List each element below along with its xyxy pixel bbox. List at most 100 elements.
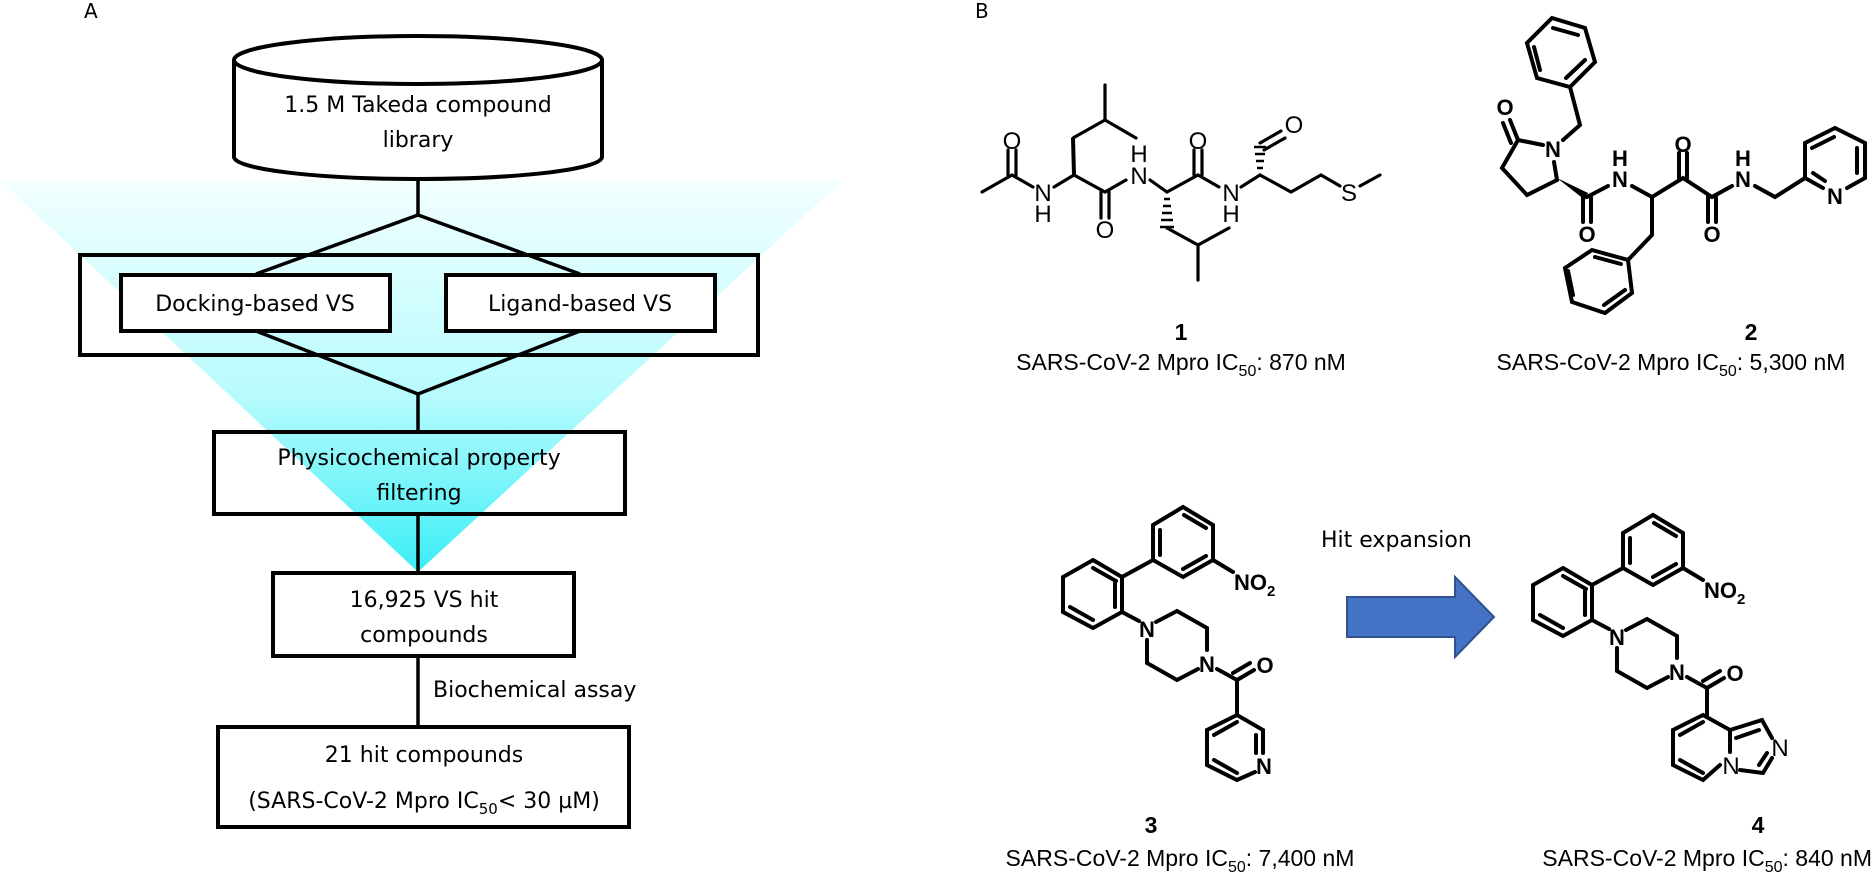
atom-label: O <box>1726 661 1743 686</box>
chemical-bond <box>980 173 1035 194</box>
nitro-group-label: NO2 <box>1234 570 1275 600</box>
assay-label: Biochemical assay <box>433 678 636 703</box>
chemical-bond <box>1151 504 1215 580</box>
chemical-bond <box>1562 247 1635 316</box>
chemical-bond <box>1532 45 1542 72</box>
chemical-bond <box>1753 176 1807 200</box>
chemical-bond <box>1165 226 1231 247</box>
atom-label: N <box>1827 184 1843 209</box>
compound-2-number: 2 <box>1745 319 1758 345</box>
chemical-bond <box>1071 83 1107 140</box>
panel-b-label: B <box>975 0 989 23</box>
chemical-bond <box>1501 121 1513 145</box>
atom-label: O <box>1496 95 1513 120</box>
compound-4-caption: SARS-CoV-2 Mpro IC50: 840 nM <box>1542 845 1872 876</box>
chemical-bond <box>1181 554 1208 571</box>
atom-label: O <box>1578 222 1595 247</box>
compound-1-caption: SARS-CoV-2 Mpro IC50: 870 nM <box>1016 349 1346 380</box>
compound-2-structure: N O O N H O O N H N <box>1496 15 1867 316</box>
chemical-bond <box>1235 668 1256 682</box>
atom-label: O <box>1674 132 1691 157</box>
atom-label: N <box>1722 753 1739 780</box>
compound-3-caption: SARS-CoV-2 Mpro IC50: 7,400 nM <box>1006 845 1355 876</box>
chemical-bond <box>1621 512 1685 588</box>
atom-label: O <box>1003 128 1022 155</box>
chemical-bond <box>1590 618 1611 631</box>
chemical-bond <box>1145 638 1200 683</box>
chemical-bond <box>1239 173 1342 194</box>
atom-label: O <box>1285 112 1304 139</box>
chemical-bond <box>1734 728 1761 740</box>
filter-label-line1: Physicochemical property <box>277 446 560 471</box>
chemical-bond <box>1212 758 1239 775</box>
chemical-bond <box>1630 175 1734 200</box>
hit-expansion-arrow-icon <box>1346 574 1496 660</box>
atom-label: S <box>1341 180 1357 207</box>
library-cylinder: 1.5 M Takeda compound library <box>232 34 604 181</box>
chemical-bond <box>1103 118 1138 140</box>
chemical-bond <box>1564 58 1587 80</box>
chemical-bond <box>1508 118 1520 142</box>
chemical-bond <box>1590 566 1625 587</box>
panel-a: A 1.5 M Takeda compound library Docking-… <box>0 0 843 829</box>
chemical-bond <box>1538 613 1565 630</box>
atom-label: N <box>1735 167 1751 192</box>
compound-4-structure: NO2 N N O N N <box>1531 512 1789 783</box>
atom-label: N <box>1545 137 1561 162</box>
chemical-bond <box>1626 195 1654 262</box>
chemical-bond <box>1811 171 1827 183</box>
chemical-bond <box>1651 562 1678 579</box>
compound-3-structure: NO2 N N O N <box>1061 504 1275 783</box>
final-hits-label-line2: (SARS-CoV-2 Mpro IC50< 30 µM) <box>248 789 600 818</box>
atom-label: H <box>1130 141 1147 168</box>
chemical-bond <box>1258 129 1283 145</box>
atom-label: H <box>1735 146 1751 171</box>
chemical-bond <box>1757 751 1769 767</box>
atom-label: H <box>1612 146 1628 171</box>
chemical-bond <box>1738 756 1774 776</box>
chemical-bond <box>1358 173 1382 188</box>
chemical-bond <box>1678 720 1705 737</box>
compound-4-number: 4 <box>1752 812 1765 838</box>
chemical-bond <box>1212 720 1239 737</box>
vs-hits-label-line1: 16,925 VS hit <box>350 588 499 613</box>
atom-label: H <box>1034 201 1051 228</box>
atom-label: H <box>1222 201 1239 228</box>
nitro-group-label: NO2 <box>1704 578 1745 608</box>
atom-label: N <box>1256 754 1272 779</box>
chemical-bond <box>1120 558 1155 579</box>
chemical-bond <box>1585 184 1610 199</box>
final-hits-label-line1: 21 hit compounds <box>325 743 523 768</box>
docking-vs-label: Docking-based VS <box>155 292 355 317</box>
atom-label: O <box>1256 653 1273 678</box>
chemical-bond <box>1624 616 1679 660</box>
atom-label: N <box>1034 180 1051 207</box>
chemical-bond <box>1810 135 1836 150</box>
atom-label: O <box>1096 217 1115 244</box>
docking-vs-box <box>119 273 392 333</box>
compound-3-number: 3 <box>1145 812 1158 838</box>
hit-expansion-label: Hit expansion <box>1321 528 1472 553</box>
chemical-bond <box>1182 513 1208 530</box>
chemical-bond <box>1593 255 1623 266</box>
chemical-bond <box>1211 558 1235 574</box>
chemical-bond <box>1803 125 1867 190</box>
chemical-bond <box>1561 85 1583 142</box>
panel-b: B O N H O N H <box>975 0 1872 876</box>
ligand-vs-box <box>444 273 717 333</box>
chemical-bond <box>1678 758 1705 775</box>
vs-hits-box <box>271 571 576 658</box>
chemical-bond <box>1566 269 1575 297</box>
library-label-line2: library <box>383 128 454 153</box>
chemical-bond <box>1681 566 1705 582</box>
chemical-bond <box>1551 26 1580 37</box>
library-label-line1: 1.5 M Takeda compound <box>284 93 551 118</box>
atom-label: O <box>1189 128 1208 155</box>
chemical-bond <box>1262 136 1287 152</box>
vs-group-box <box>78 253 760 357</box>
chemical-bond <box>1215 667 1239 717</box>
atom-label: N <box>1199 652 1215 677</box>
panel-a-label: A <box>84 0 98 23</box>
chemical-bond <box>1728 717 1774 740</box>
